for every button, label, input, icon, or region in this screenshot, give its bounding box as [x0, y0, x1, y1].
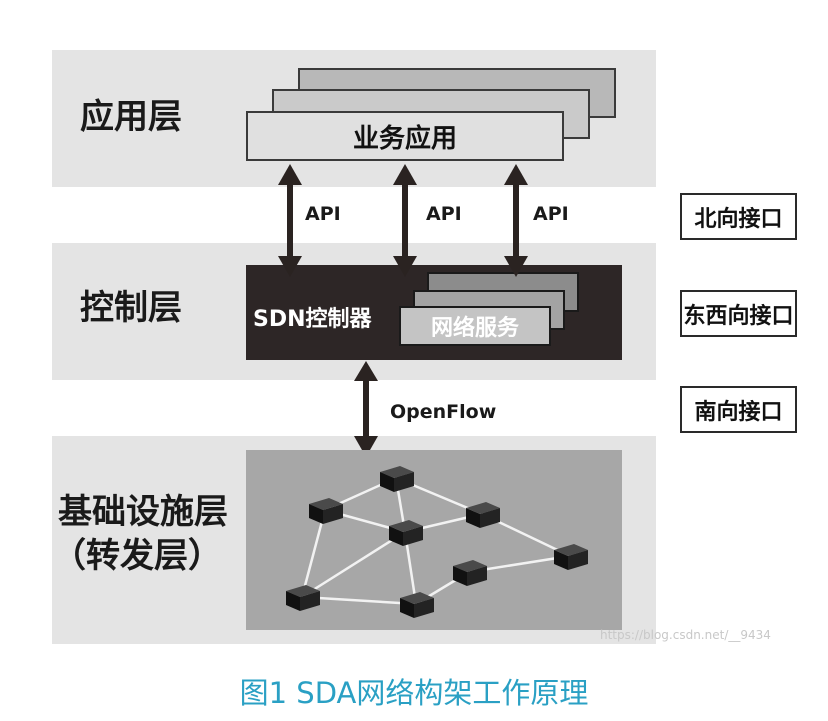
- api-arrow-3: [504, 164, 528, 277]
- api-label-1: API: [305, 203, 341, 225]
- southbound-interface-box: 南向接口: [680, 386, 797, 433]
- switch-node: [466, 502, 500, 528]
- network-links: [300, 476, 571, 606]
- northbound-interface-box: 北向接口: [680, 193, 797, 240]
- network-service-box: 网络服务: [399, 306, 551, 346]
- openflow-arrow: [354, 361, 378, 457]
- business-application-box: 业务应用: [246, 111, 564, 161]
- figure-caption: 图1 SDA网络构架工作原理: [239, 676, 589, 710]
- api-arrow-1: [278, 164, 302, 277]
- switch-node: [400, 592, 434, 618]
- watermark-text: https://blog.csdn.net/__9434: [600, 628, 771, 642]
- api-label-2: API: [426, 203, 462, 225]
- api-label-3: API: [533, 203, 569, 225]
- openflow-label: OpenFlow: [390, 401, 497, 423]
- control-layer-label: 控制层: [80, 288, 182, 328]
- switch-node: [309, 498, 343, 524]
- infrastructure-layer-label: 基础设施层: [58, 492, 228, 532]
- sdn-controller-label: SDN控制器: [253, 307, 372, 332]
- switch-node: [286, 585, 320, 611]
- network-switches: [286, 466, 588, 618]
- switch-node: [380, 466, 414, 492]
- application-layer-label: 应用层: [80, 97, 182, 137]
- east-west-interface-box: 东西向接口: [680, 290, 797, 337]
- switch-node: [453, 560, 487, 586]
- api-arrow-2: [393, 164, 417, 277]
- forwarding-layer-label: （转发层）: [52, 536, 222, 576]
- switch-node: [554, 544, 588, 570]
- switch-node: [389, 520, 423, 546]
